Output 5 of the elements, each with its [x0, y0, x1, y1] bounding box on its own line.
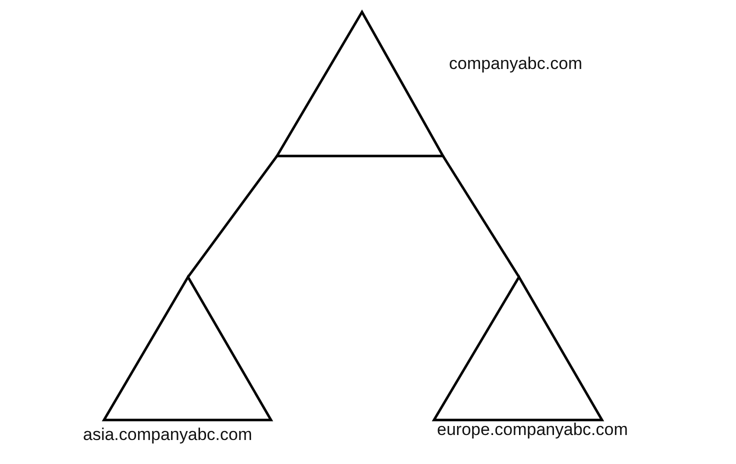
domain-name: companyabc.com	[449, 54, 582, 74]
domain-name: asia.companyabc.com	[83, 425, 252, 445]
domain-name: europe.companyabc.com	[437, 420, 628, 440]
connector-line	[187, 155, 278, 278]
connector-line	[442, 155, 520, 278]
